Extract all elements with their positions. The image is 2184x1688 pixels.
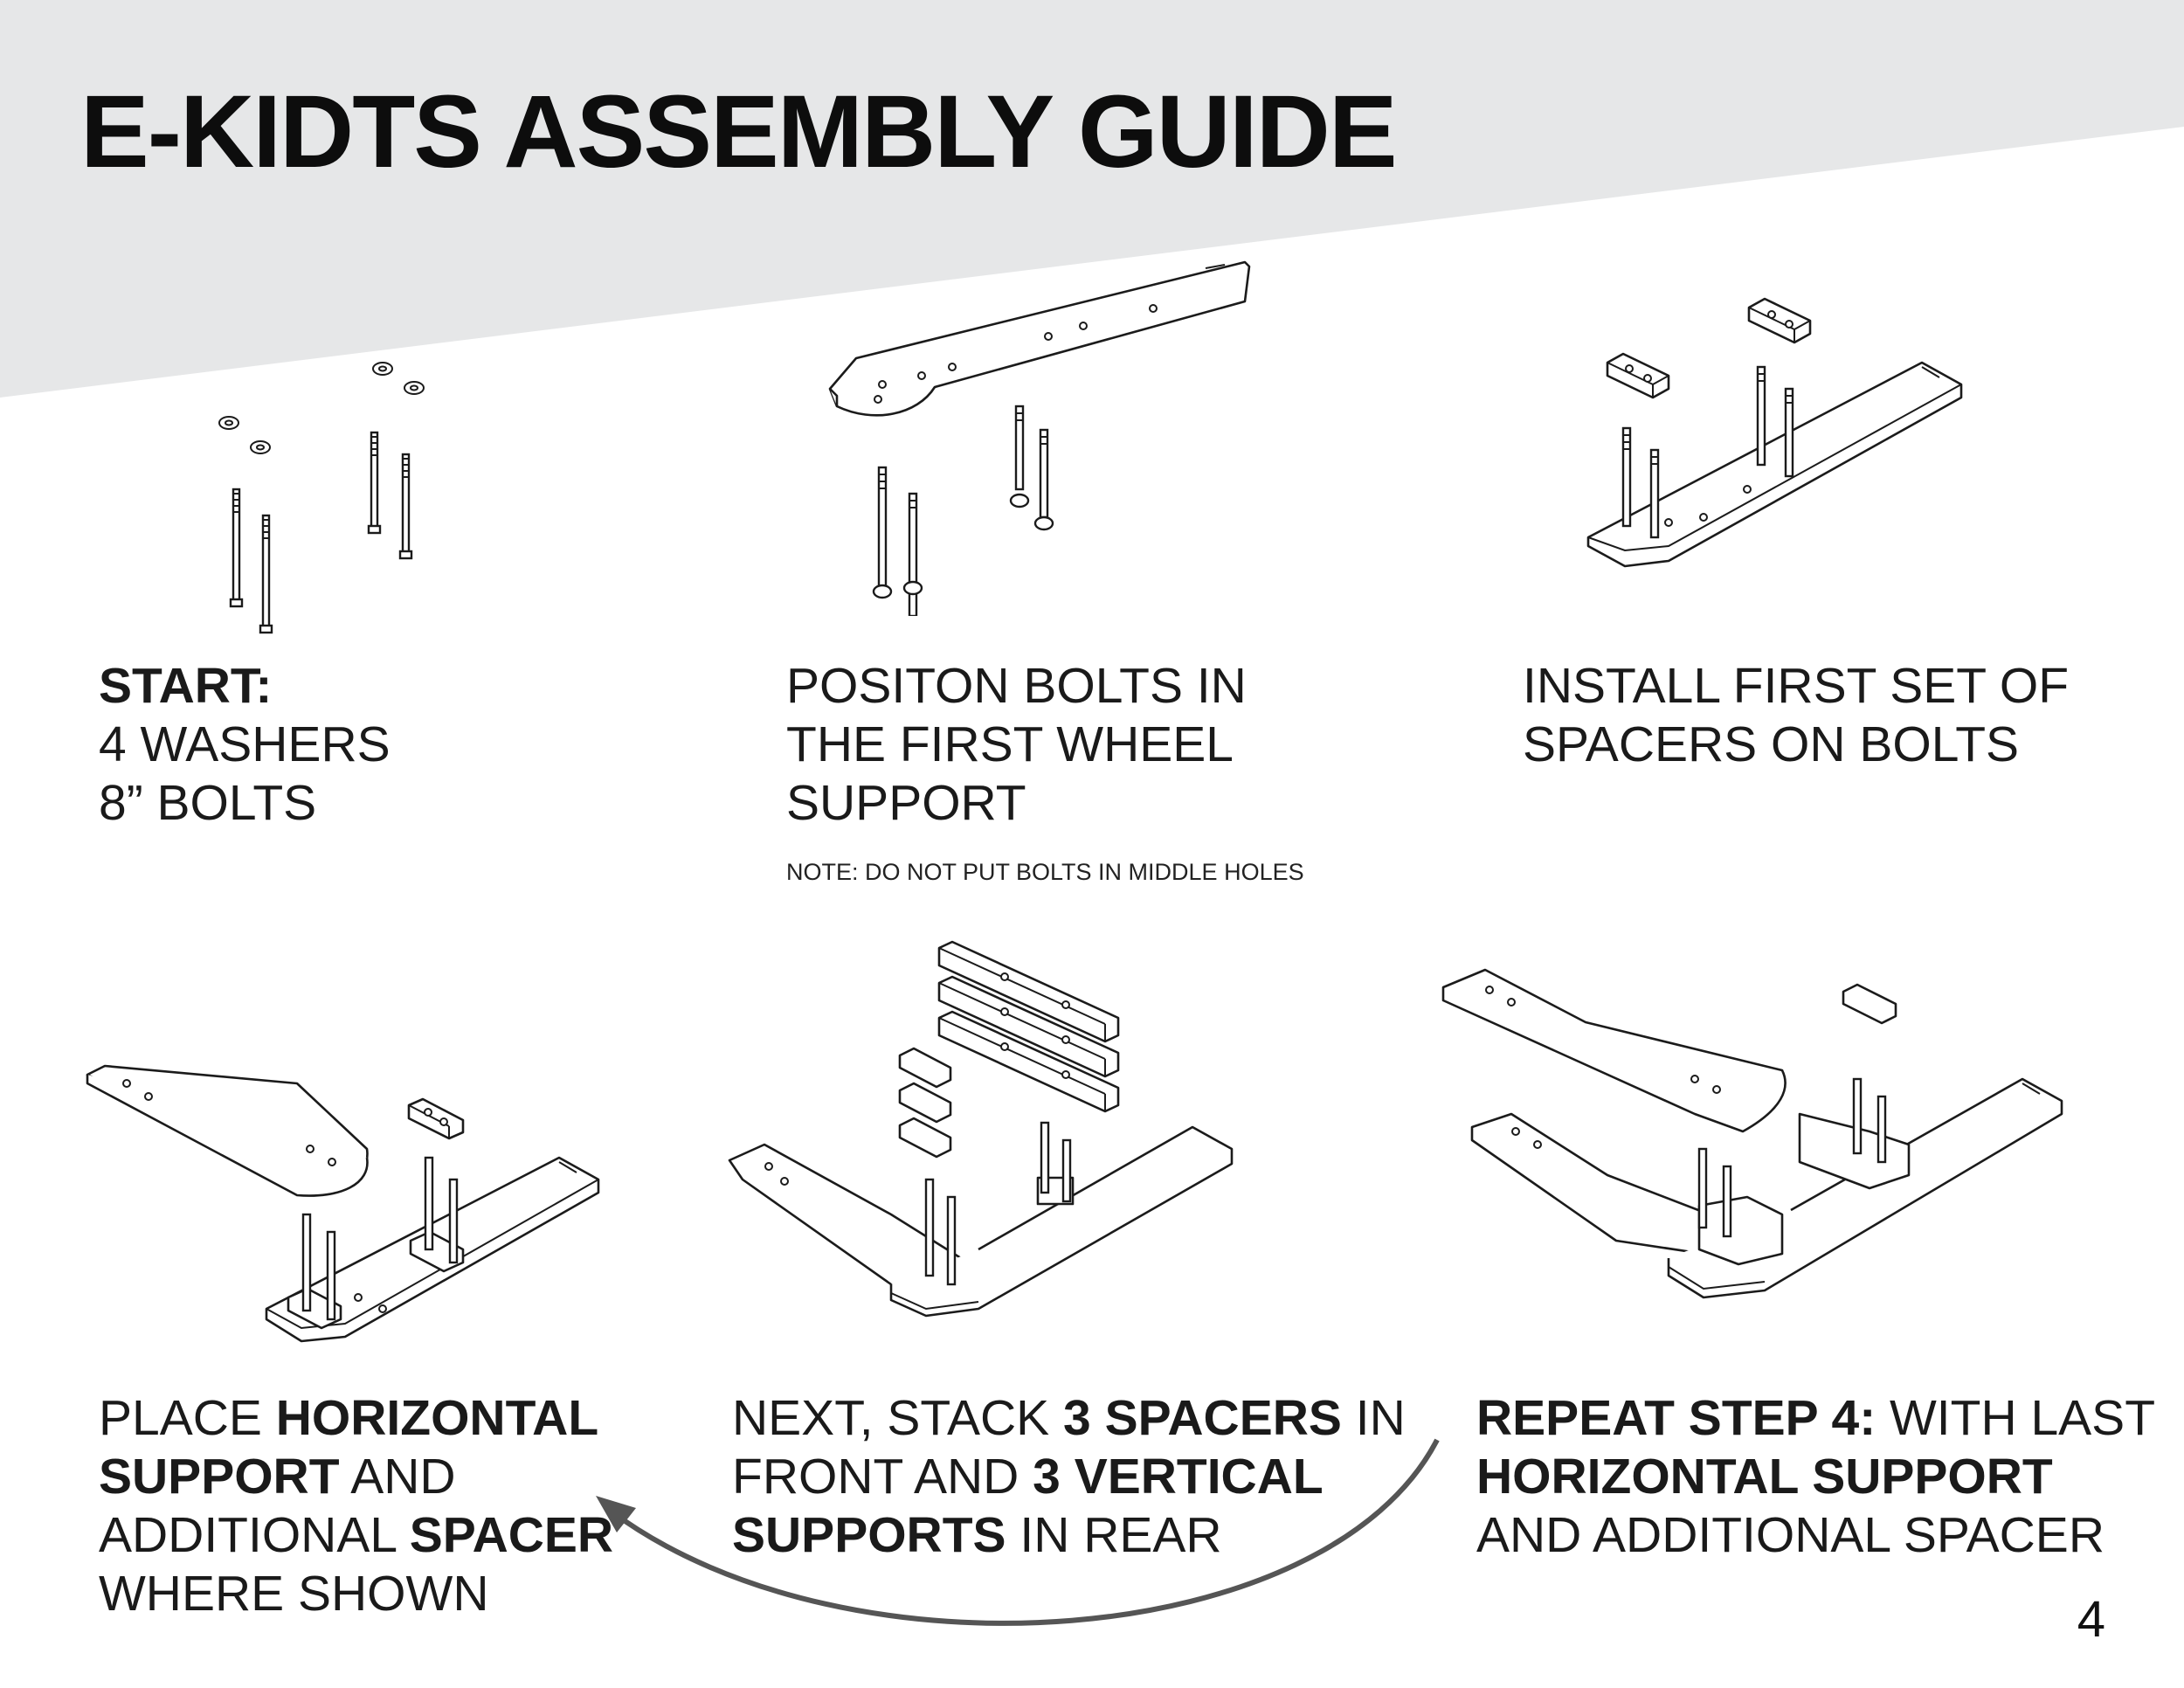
spacer-icon [898,1047,952,1089]
bolt-icon [1649,448,1660,539]
wheel-support-board [1586,361,1963,568]
step-text-run: ADDITIONAL [99,1507,410,1563]
bolt-icon [902,492,923,616]
page-number: 4 [2077,1591,2105,1648]
step-text-run: START: [99,658,273,714]
base-assembly [1667,1077,2063,1299]
step-text-run: FRONT AND [732,1449,1033,1505]
bolt-icon [1009,405,1030,508]
vertical-support [937,975,1120,1078]
bolt-icon [398,453,413,560]
curved-arrow [596,1438,1440,1626]
bolt-icon [1033,428,1054,531]
step-text-run: HORIZONTAL [275,1390,599,1446]
step-text-run: PLACE [99,1390,276,1446]
spacer-icon [1842,983,1897,1025]
step-text-run: AND [339,1449,456,1505]
step-5-illustration [728,940,1234,1318]
step-2-note: NOTE: DO NOT PUT BOLTS IN MIDDLE HOLES [786,859,1304,885]
horizontal-support [86,1064,369,1197]
step-2-illustration [828,260,1251,616]
step-6-illustration [1441,968,2063,1299]
washer-icon [404,381,425,395]
spacer-icon [1747,297,1812,344]
step-text-run: SPACER [409,1507,614,1563]
spacer-icon [898,1082,952,1124]
step-text-run: AND ADDITIONAL SPACER [1476,1507,2105,1563]
bolt-icon [367,431,382,535]
bolt-icon [872,466,893,599]
vertical-support [937,1010,1120,1113]
bolt-icon [259,514,273,634]
step-text-run: HORIZONTAL SUPPORT [1476,1449,2053,1505]
step-text-run: REPEAT STEP 4: [1476,1390,1876,1446]
step-text-run: 3 VERTICAL [1033,1449,1324,1505]
step-text-run: NEXT, STACK [732,1390,1064,1446]
step-4-illustration [86,1064,600,1343]
bolt-icon [1784,387,1794,478]
step-5-text: NEXT, STACK 3 SPACERS IN FRONT AND 3 VERT… [732,1389,1406,1565]
step-text-run: WITH LAST [1876,1390,2156,1446]
step-text-run: 3 SPACERS [1063,1390,1342,1446]
bolt-icon [229,488,244,608]
washer-icon [218,416,239,430]
step-text-run: SUPPORTS [732,1507,1006,1563]
step-text-run: SPACERS ON BOLTS [1523,716,2020,772]
step-1-illustration [218,362,425,634]
bolt-icon [1621,426,1632,528]
wheel-support-board [828,260,1251,417]
horizontal-support [1470,1112,1723,1256]
washer-icon [250,440,271,454]
step-text-run: SUPPORT [786,775,1026,831]
spacer-icon [407,1097,465,1140]
step-text-run: 4 WASHERS [99,716,390,772]
step-text-run: WHERE SHOWN [99,1566,489,1622]
horizontal-support [1441,968,1787,1133]
spacer-icon [1606,352,1670,399]
page-title: E-KIDTS ASSEMBLY GUIDE [80,74,1398,190]
step-text-run: THE FIRST WHEEL [786,716,1234,772]
bolt-icon [1756,365,1766,467]
base-assembly [728,1125,1234,1318]
step-text-run: IN [1341,1390,1406,1446]
washer-icon [372,362,393,376]
header-banner [0,0,2184,398]
step-text-run: POSITON BOLTS IN [786,658,1247,714]
step-3-illustration [1586,297,1963,568]
step-text-run: INSTALL FIRST SET OF [1523,658,2070,714]
spacer-icon [898,1117,952,1159]
vertical-support [937,940,1120,1043]
step-text-run: 8” BOLTS [99,775,317,831]
step-text-run: IN REAR [1006,1507,1222,1563]
step-text-run: SUPPORT [99,1449,340,1505]
